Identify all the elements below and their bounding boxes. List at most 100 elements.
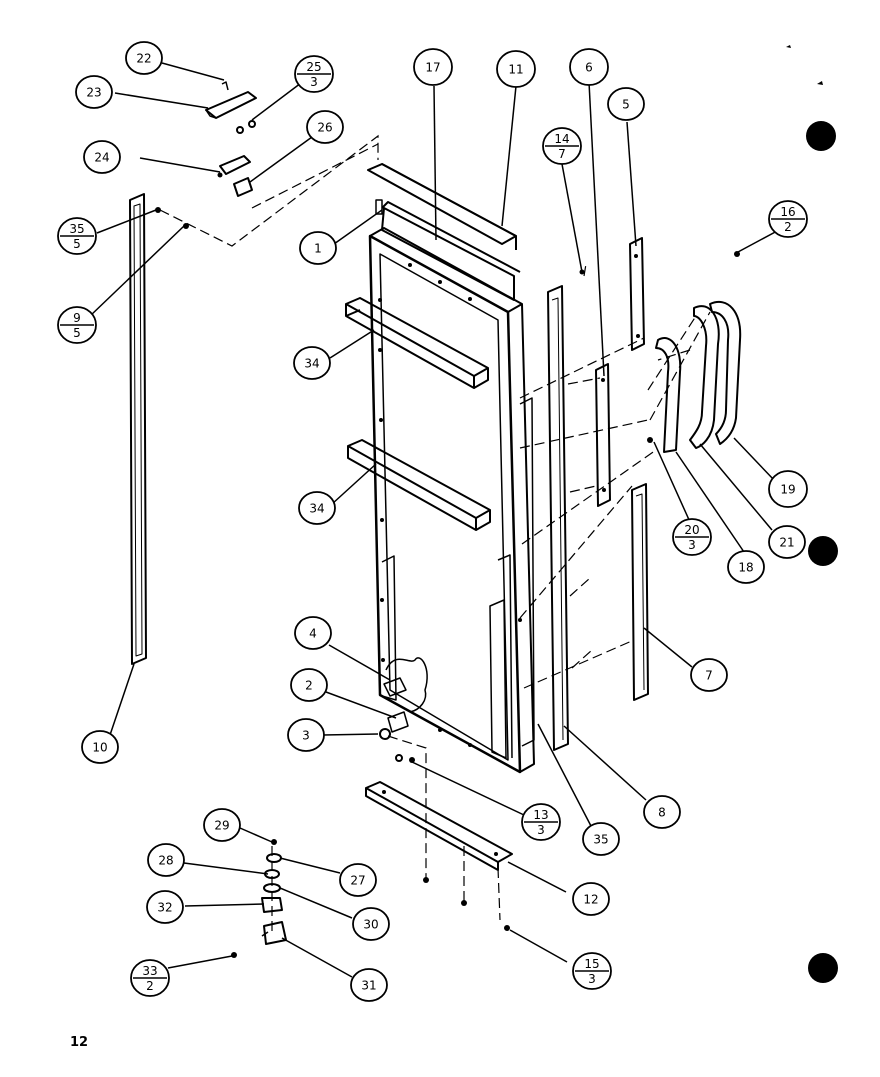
callout-label: 34 — [309, 502, 324, 516]
callout-c3: 3 — [287, 718, 325, 752]
callout-c29: 29 — [203, 808, 241, 842]
callout-c12: 12 — [572, 882, 610, 916]
side-trim-8 — [547, 285, 569, 751]
callout-c20: 203 — [672, 518, 712, 556]
callout-numerator: 16 — [780, 205, 795, 219]
callout-label: 27 — [350, 874, 365, 888]
door-closer-parts — [379, 677, 409, 762]
callout-c15: 153 — [572, 952, 612, 990]
callout-denominator: 5 — [73, 326, 81, 340]
registration-dot-middle — [808, 536, 838, 566]
callout-label: 18 — [738, 561, 753, 575]
callout-circle — [146, 890, 184, 924]
callout-c26: 26 — [306, 110, 344, 144]
callout-label: 31 — [361, 979, 376, 993]
door-panel — [368, 227, 535, 774]
callout-label: 12 — [583, 893, 598, 907]
callout-c6: 6 — [569, 48, 609, 86]
callout-c13: 133 — [521, 803, 561, 841]
callout-circle — [496, 50, 536, 88]
callout-label: 4 — [309, 627, 317, 641]
callout-label: 23 — [86, 86, 101, 100]
callout-label: 35 — [593, 833, 608, 847]
callout-c2: 2 — [290, 668, 328, 702]
parts — [129, 81, 742, 945]
callout-circle — [572, 882, 610, 916]
callout-c9: 95 — [57, 306, 97, 344]
callout-label: 17 — [425, 61, 440, 75]
callout-circle — [727, 550, 765, 584]
screws — [155, 207, 740, 958]
registration-dot-bottom — [808, 953, 838, 983]
callout-c34b: 34 — [298, 491, 336, 525]
door-handle-19 — [709, 301, 742, 445]
callout-label: 22 — [136, 52, 151, 66]
callout-circle — [352, 907, 390, 941]
gasket-strip-10 — [129, 193, 147, 665]
callout-circle — [339, 863, 377, 897]
callout-denominator: 3 — [310, 75, 318, 89]
bottom-bracket-12 — [365, 781, 513, 871]
callout-label: 7 — [705, 669, 713, 683]
screw-13 — [409, 757, 415, 763]
screw-9 — [183, 223, 189, 229]
callout-c4: 4 — [294, 616, 332, 650]
callout-label: 8 — [658, 806, 666, 820]
callout-c33: 332 — [130, 959, 170, 997]
callout-circle — [690, 658, 728, 692]
screw-bottom-1 — [423, 877, 429, 883]
callout-label: 3 — [302, 729, 310, 743]
callout-c31: 31 — [350, 968, 388, 1002]
door-handle-21 — [689, 305, 720, 449]
callout-c1: 1 — [299, 231, 337, 265]
callout-c22: 22 — [125, 41, 163, 75]
callout-circle — [125, 41, 163, 75]
door-shelf-lower — [347, 439, 491, 531]
callout-c16: 162 — [768, 200, 808, 238]
handle-channel-6 — [595, 363, 611, 507]
callout-numerator: 20 — [684, 523, 699, 537]
speck-mark-2 — [817, 81, 823, 85]
registration-dot-top — [806, 121, 836, 151]
callout-numerator: 15 — [584, 957, 599, 971]
registration-marks — [786, 45, 838, 983]
bottom-hinge-assembly — [261, 853, 287, 945]
callout-label: 2 — [305, 679, 313, 693]
screw-33 — [231, 952, 237, 958]
callout-circle — [293, 346, 331, 380]
callout-circle — [413, 48, 453, 86]
callout-c35b: 35 — [582, 822, 620, 856]
callout-c8: 8 — [643, 795, 681, 829]
callout-c10: 10 — [81, 730, 119, 764]
callout-c35a: 355 — [57, 217, 97, 255]
screw-20 — [647, 437, 653, 443]
callout-label: 30 — [363, 918, 378, 932]
callout-circle — [350, 968, 388, 1002]
callout-numerator: 35 — [69, 222, 84, 236]
callout-c23: 23 — [75, 75, 113, 109]
callout-denominator: 2 — [146, 979, 154, 993]
callout-circle — [75, 75, 113, 109]
callout-numerator: 9 — [73, 311, 81, 325]
callout-label: 19 — [780, 483, 795, 497]
callout-label: 10 — [92, 741, 107, 755]
callout-label: 11 — [508, 63, 523, 77]
callout-circle — [203, 808, 241, 842]
callout-label: 5 — [622, 98, 630, 112]
callout-circle — [768, 525, 806, 559]
callout-c18: 18 — [727, 550, 765, 584]
top-channel — [367, 163, 521, 301]
screw-bottom-2 — [461, 900, 467, 906]
callout-circle — [607, 87, 645, 121]
callout-c34a: 34 — [293, 346, 331, 380]
callout-c7: 7 — [690, 658, 728, 692]
callout-c24: 24 — [83, 140, 121, 174]
page-number: 12 — [70, 1035, 88, 1050]
screw-35a — [155, 207, 161, 213]
callout-c21: 21 — [768, 525, 806, 559]
door-handle-18 — [655, 337, 682, 453]
callout-denominator: 2 — [784, 220, 792, 234]
door-shelf-upper — [345, 297, 489, 389]
callout-numerator: 25 — [306, 60, 321, 74]
callout-c32: 32 — [146, 890, 184, 924]
